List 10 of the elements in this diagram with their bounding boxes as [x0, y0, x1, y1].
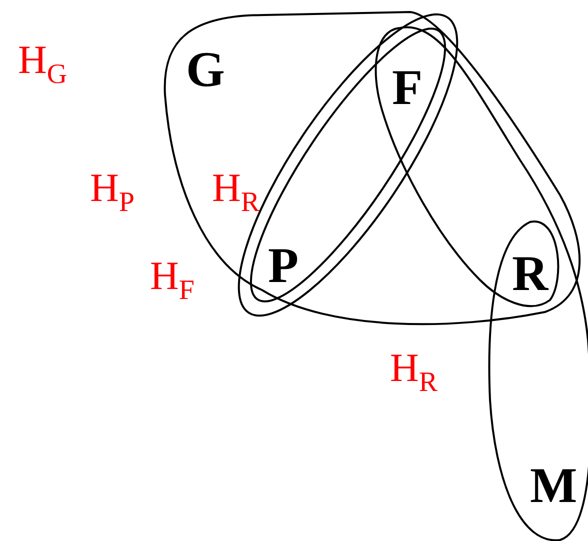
hyperedge-label: H$_{P}$: [90, 168, 134, 217]
hyperedge-label: H$_{F}$: [150, 256, 194, 305]
vertex-label: P: [268, 240, 299, 290]
hyperedge-label: H$_{G}$: [18, 40, 68, 89]
hyperedge-label: H$_{R}$: [212, 168, 260, 217]
vertex-label: M: [530, 460, 578, 510]
vertex-label: G: [186, 44, 225, 94]
vertex-label: F: [392, 62, 423, 112]
vertex-label: R: [512, 248, 548, 298]
hyperedge-label: H$_{R}$: [390, 348, 438, 397]
